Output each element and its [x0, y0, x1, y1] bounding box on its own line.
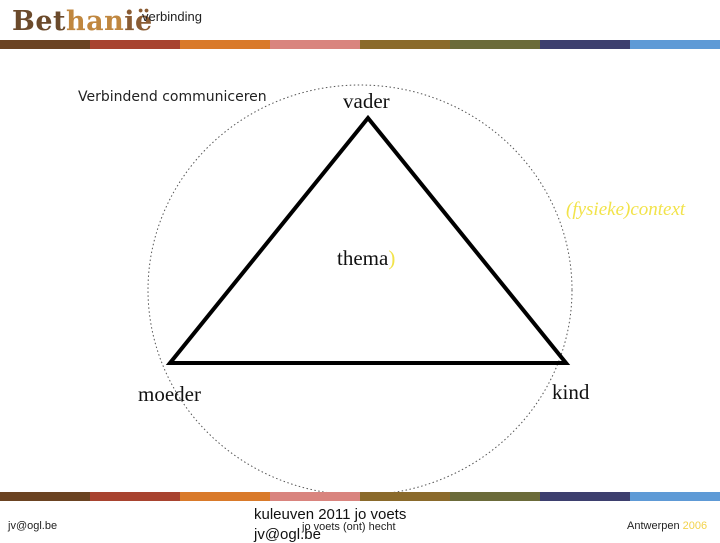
header-title: verbinding — [142, 9, 202, 24]
triangle — [165, 114, 571, 365]
center-label-text: thema — [337, 246, 389, 270]
footer-location-text: Antwerpen — [627, 520, 683, 532]
context-circle — [147, 84, 573, 496]
stripe-segment — [90, 492, 180, 501]
stripe-segment — [0, 40, 90, 49]
stripe-segment — [180, 40, 270, 49]
stripe-segment — [270, 40, 360, 49]
node-moeder: moeder — [138, 382, 201, 406]
node-vader: vader — [343, 89, 390, 113]
stripe-segment — [450, 492, 540, 501]
footer-year: 2006 — [682, 520, 708, 532]
stripe-segment — [0, 492, 90, 501]
stripe-segment — [630, 40, 720, 49]
footer-email: jv@ogl.be — [8, 520, 58, 532]
footer-center-mid: jo voets (ont) hecht — [302, 521, 396, 533]
stripe-segment — [450, 40, 540, 49]
stripe-segment — [360, 492, 450, 501]
logo-part-1: Bet — [12, 6, 66, 37]
stripe-segment — [360, 40, 450, 49]
slide-subtitle: Verbindend communiceren — [78, 89, 267, 105]
footer-center-bottom: jv@ogl.be — [254, 526, 321, 543]
center-label: thema) — [337, 246, 395, 271]
stripe-segment — [540, 40, 630, 49]
node-kind: kind — [552, 380, 590, 404]
logo-part-2: han — [65, 6, 125, 37]
footer-location: Antwerpen 2006 — [627, 520, 707, 532]
center-label-paren: ) — [388, 246, 396, 270]
context-label: (fysieke)context — [566, 199, 686, 220]
stripe-segment — [270, 492, 360, 501]
logo-part-3: ië — [124, 6, 153, 37]
stripe-segment — [540, 492, 630, 501]
stripe-segment — [180, 492, 270, 501]
bottom-color-stripe — [0, 492, 720, 501]
stripe-segment — [630, 492, 720, 501]
footer-center-top: kuleuven 2011 jo voets — [254, 506, 407, 523]
stripe-segment — [90, 40, 180, 49]
top-color-stripe — [0, 40, 720, 49]
